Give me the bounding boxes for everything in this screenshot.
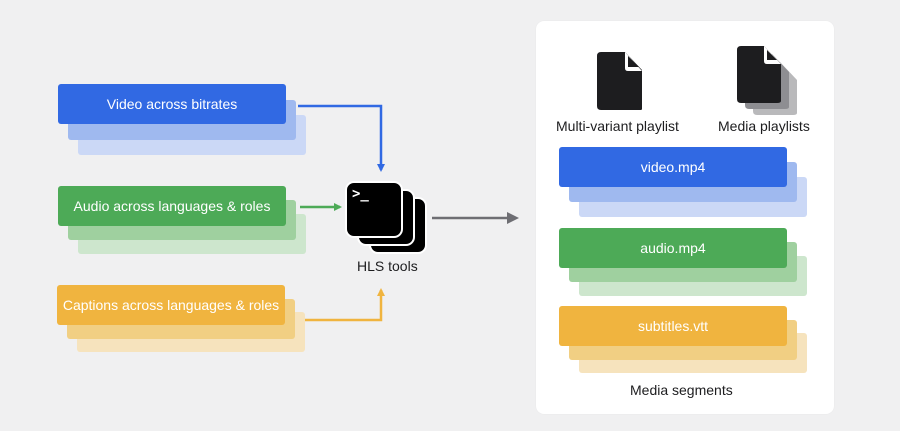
video-file-box: video.mp4 bbox=[559, 147, 787, 187]
audio-input-stack: Audio across languages & roles bbox=[58, 186, 306, 254]
captions-input-box: Captions across languages & roles bbox=[57, 285, 285, 325]
video-input-stack: Video across bitrates bbox=[58, 84, 306, 155]
captions-input-stack: Captions across languages & roles bbox=[57, 285, 305, 352]
audio-input-label: Audio across languages & roles bbox=[73, 198, 271, 214]
multivariant-playlist-label: Multi-variant playlist bbox=[556, 118, 679, 134]
video-file-stack: video.mp4 bbox=[559, 147, 807, 217]
audio-file-stack: audio.mp4 bbox=[559, 228, 807, 296]
media-segments-label: Media segments bbox=[630, 382, 733, 398]
video-input-label: Video across bitrates bbox=[106, 96, 238, 112]
captions-to-tools-arrow bbox=[300, 288, 385, 322]
audio-file-box: audio.mp4 bbox=[559, 228, 787, 268]
audio-input-box: Audio across languages & roles bbox=[58, 186, 286, 226]
video-file-label: video.mp4 bbox=[640, 159, 706, 175]
captions-input-label: Captions across languages & roles bbox=[62, 297, 280, 313]
subtitles-file-box: subtitles.vtt bbox=[559, 306, 787, 346]
video-to-tools-arrow bbox=[298, 104, 385, 172]
video-input-box: Video across bitrates bbox=[58, 84, 286, 124]
hls-tools-label: HLS tools bbox=[357, 258, 418, 274]
subtitles-file-label: subtitles.vtt bbox=[637, 318, 709, 334]
media-playlists-label: Media playlists bbox=[718, 118, 810, 134]
subtitles-file-stack: subtitles.vtt bbox=[559, 306, 807, 373]
audio-file-label: audio.mp4 bbox=[640, 240, 706, 256]
terminal-prompt: >_ bbox=[352, 186, 369, 202]
